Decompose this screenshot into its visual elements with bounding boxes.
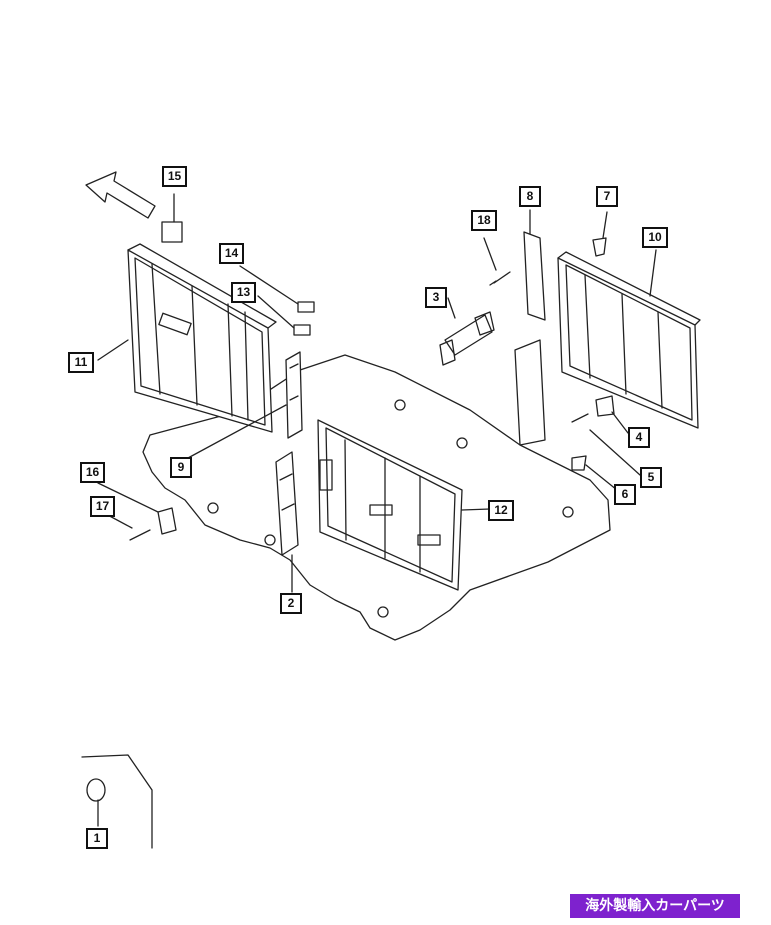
screw-18 bbox=[489, 271, 511, 286]
inset-outline bbox=[81, 754, 153, 849]
watermark-badge: 海外製輸入カーパーツ bbox=[570, 894, 740, 918]
left-seatback-panel bbox=[127, 243, 277, 433]
callout-17: 17 bbox=[90, 496, 115, 517]
clip-15 bbox=[161, 221, 183, 243]
clip-16 bbox=[157, 507, 177, 535]
latch-assembly bbox=[439, 311, 495, 366]
callout-10: 10 bbox=[642, 227, 668, 248]
callout-8: 8 bbox=[519, 186, 541, 207]
hinge-bracket bbox=[285, 351, 303, 439]
nut-6 bbox=[571, 455, 587, 471]
callout-13: 13 bbox=[231, 282, 256, 303]
center-seatback-panel bbox=[317, 419, 463, 591]
callout-5: 5 bbox=[640, 467, 662, 488]
right-seatback-panel bbox=[557, 251, 701, 429]
plug-1 bbox=[86, 778, 106, 802]
callout-2: 2 bbox=[280, 593, 302, 614]
bumper-13 bbox=[293, 324, 311, 336]
callout-7: 7 bbox=[596, 186, 618, 207]
callout-18: 18 bbox=[471, 210, 497, 231]
callout-16: 16 bbox=[80, 462, 105, 483]
callout-3: 3 bbox=[425, 287, 447, 308]
callout-15: 15 bbox=[162, 166, 187, 187]
screw-17 bbox=[129, 529, 151, 541]
front-direction-arrow-icon bbox=[85, 171, 156, 219]
callout-6: 6 bbox=[614, 484, 636, 505]
support-bracket bbox=[275, 451, 299, 556]
bolt-7 bbox=[592, 237, 607, 257]
callout-4: 4 bbox=[628, 427, 650, 448]
callout-11: 11 bbox=[68, 352, 94, 373]
callout-1: 1 bbox=[86, 828, 108, 849]
nut-4 bbox=[595, 395, 615, 417]
bumper-14 bbox=[297, 301, 315, 313]
latch-bracket bbox=[523, 231, 546, 321]
callout-9: 9 bbox=[170, 457, 192, 478]
screw-5 bbox=[571, 413, 589, 423]
callout-14: 14 bbox=[219, 243, 244, 264]
callout-12: 12 bbox=[488, 500, 514, 521]
